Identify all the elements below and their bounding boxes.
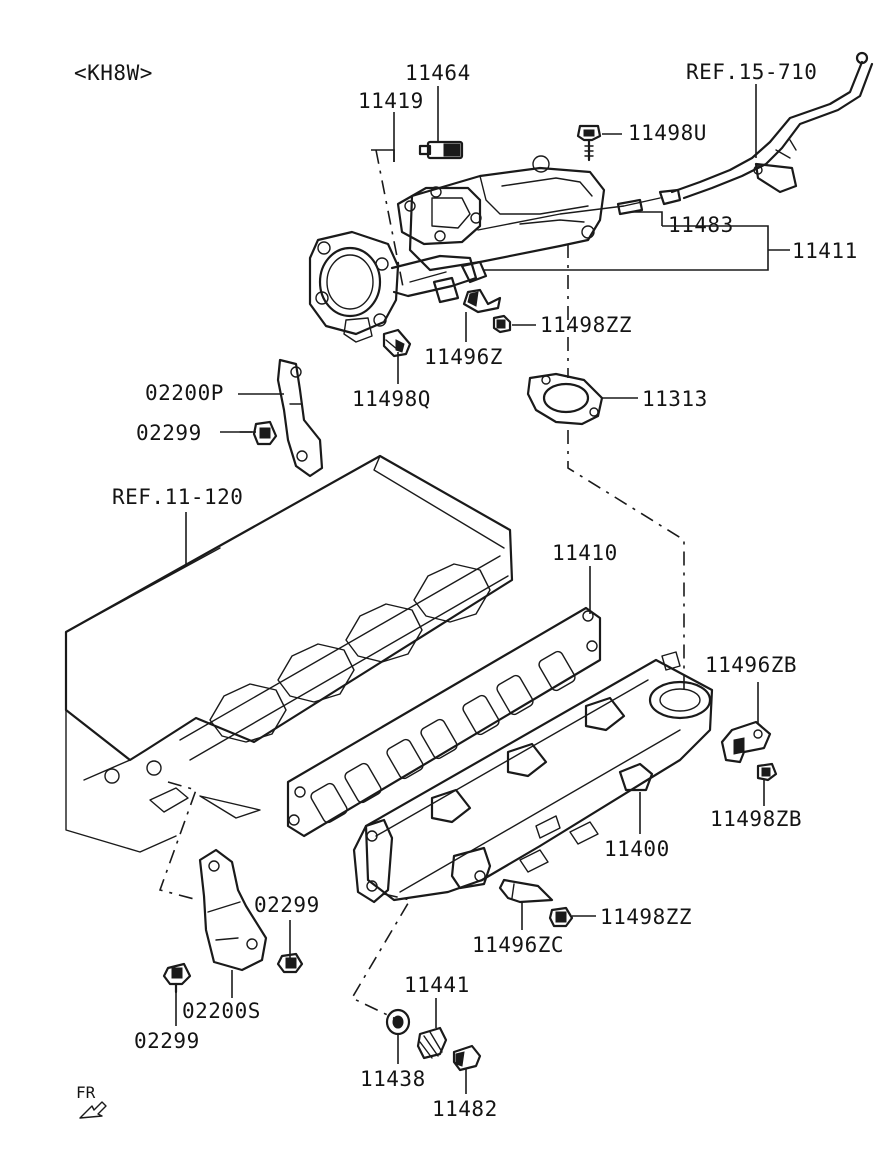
alignment-dash-lines <box>158 149 685 1021</box>
manifold-gasket-11410[interactable] <box>286 606 602 838</box>
bolt-02299-right[interactable] <box>276 952 304 974</box>
leader-lines <box>175 84 790 1094</box>
part-label-11419[interactable]: 11419 <box>358 89 424 113</box>
front-arrow-icon <box>79 1101 107 1119</box>
sensor-11482[interactable] <box>452 1044 482 1072</box>
part-label-02299-upper[interactable]: 02299 <box>136 421 202 445</box>
sensor-11464[interactable] <box>418 140 464 160</box>
part-label-11464[interactable]: 11464 <box>405 61 471 85</box>
bolt-11498zz-top[interactable] <box>492 314 512 334</box>
bolt-02299-upper[interactable] <box>239 420 278 446</box>
washer-11438[interactable] <box>385 1008 411 1036</box>
model-code-label: <KH8W> <box>74 61 153 85</box>
intake-manifold-11400[interactable] <box>352 651 714 904</box>
part-label-11496zc[interactable]: 11496ZC <box>472 933 564 957</box>
bracket-02200p[interactable] <box>276 358 324 478</box>
part-label-11483[interactable]: 11483 <box>668 213 734 237</box>
bracket-02200s[interactable] <box>198 848 268 972</box>
bolt-11498zb[interactable] <box>756 762 778 782</box>
ref-label-15-710[interactable]: REF.15-710 <box>686 60 817 84</box>
front-indicator-label: FR <box>76 1083 96 1102</box>
bolt-11498q[interactable] <box>382 328 412 358</box>
ref-label-11-120[interactable]: REF.11-120 <box>112 485 243 509</box>
cylinder-head-ref-11-120[interactable] <box>64 454 514 853</box>
part-label-11496z[interactable]: 11496Z <box>424 345 503 369</box>
part-label-11482[interactable]: 11482 <box>432 1097 498 1121</box>
part-label-02299-lower[interactable]: 02299 <box>134 1029 200 1053</box>
part-label-11498u[interactable]: 11498U <box>628 121 707 145</box>
part-label-11498zz-top[interactable]: 11498ZZ <box>540 313 632 337</box>
wire-11483[interactable] <box>477 188 682 231</box>
part-label-11438[interactable]: 11438 <box>360 1067 426 1091</box>
bolt-11498zz-bottom[interactable] <box>548 906 574 928</box>
bracket-11496z[interactable] <box>462 288 502 314</box>
part-label-11400[interactable]: 11400 <box>604 837 670 861</box>
part-label-11498q[interactable]: 11498Q <box>352 387 431 411</box>
bolt-11498u[interactable] <box>576 124 602 162</box>
part-label-11496zb[interactable]: 11496ZB <box>705 653 797 677</box>
part-label-02200s[interactable]: 02200S <box>182 999 261 1023</box>
bracket-11496zc[interactable] <box>498 878 554 904</box>
part-label-11498zb[interactable]: 11498ZB <box>710 807 802 831</box>
part-label-11441[interactable]: 11441 <box>404 973 470 997</box>
bracket-11496zb[interactable] <box>720 720 772 764</box>
bolt-02299-lower[interactable] <box>162 962 192 994</box>
part-label-11498zz-bottom[interactable]: 11498ZZ <box>600 905 692 929</box>
part-label-11313[interactable]: 11313 <box>642 387 708 411</box>
part-label-02200p[interactable]: 02200P <box>145 381 224 405</box>
part-label-02299-right[interactable]: 02299 <box>254 893 320 917</box>
vacuum-hose-ref-15-710[interactable] <box>670 51 874 200</box>
gasket-11313[interactable] <box>526 372 604 426</box>
spring-11441[interactable] <box>416 1026 448 1060</box>
egr-valve-assembly[interactable] <box>308 155 606 343</box>
part-label-11410[interactable]: 11410 <box>552 541 618 565</box>
part-label-11411[interactable]: 11411 <box>792 239 858 263</box>
